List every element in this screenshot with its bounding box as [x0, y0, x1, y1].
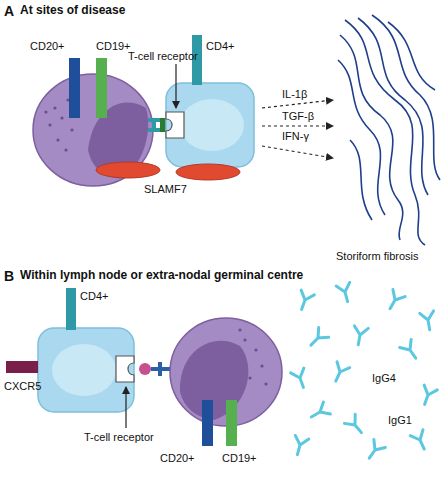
antibody [420, 311, 437, 331]
antibody [410, 430, 430, 452]
cytokine-label: IL-1β [282, 88, 307, 101]
slamf7 [96, 162, 160, 178]
antibody [295, 290, 314, 312]
panel-letter: B [4, 268, 14, 284]
antibody [351, 326, 368, 346]
antibody [291, 368, 310, 390]
antibody [400, 339, 422, 362]
panel-title: Within lymph node or extra-nodal germina… [20, 269, 303, 283]
cytokine-label: IFN-γ [282, 130, 309, 143]
cd4-bar [66, 288, 76, 330]
marker-label: CD20+ [30, 40, 65, 53]
antibody [418, 385, 437, 407]
panel-letter: A [4, 3, 14, 19]
cd19-bar [96, 58, 107, 118]
antibody [306, 327, 329, 350]
panel-title: At sites of disease [20, 4, 125, 18]
antibody [329, 362, 349, 384]
marker-label: CXCR5 [4, 380, 41, 393]
cd19-bar [226, 400, 237, 446]
receptor-label: T-cell receptor [128, 50, 198, 63]
slamf7 [176, 164, 240, 180]
mhc [148, 120, 160, 130]
t-cell [166, 83, 254, 167]
marker-label: CD20+ [160, 452, 195, 465]
mhc [151, 362, 172, 376]
antibody [384, 290, 405, 313]
antibody [344, 414, 366, 437]
cytokine-label: TGF-β [282, 110, 314, 123]
antibody [308, 402, 331, 423]
fibrosis-label: Storiform fibrosis [336, 250, 419, 263]
cd20-bar [69, 58, 80, 118]
cytokine-arrows [262, 100, 333, 158]
tcr [116, 356, 134, 382]
marker-label: CD4+ [206, 40, 234, 53]
antibody-label: IgG4 [372, 372, 396, 385]
antibody [291, 435, 309, 456]
receptor-label: T-cell receptor [84, 431, 154, 444]
marker-label: CD19+ [222, 452, 257, 465]
marker-label: CD4+ [80, 290, 108, 303]
antigen [139, 363, 151, 375]
marker-label: CD19+ [96, 40, 131, 53]
antibody [336, 282, 354, 303]
tcr [166, 112, 184, 138]
antibody [364, 439, 386, 462]
t-cell [38, 328, 134, 412]
leader-line [125, 387, 126, 428]
cxcr5-bar [6, 361, 38, 373]
storiform-fibrosis [338, 15, 440, 245]
antibody-label: IgG1 [388, 414, 412, 427]
leader-line [175, 64, 176, 108]
protein-label: SLAMF7 [144, 183, 187, 196]
cd20-bar [202, 400, 213, 446]
antibodies [291, 282, 438, 462]
